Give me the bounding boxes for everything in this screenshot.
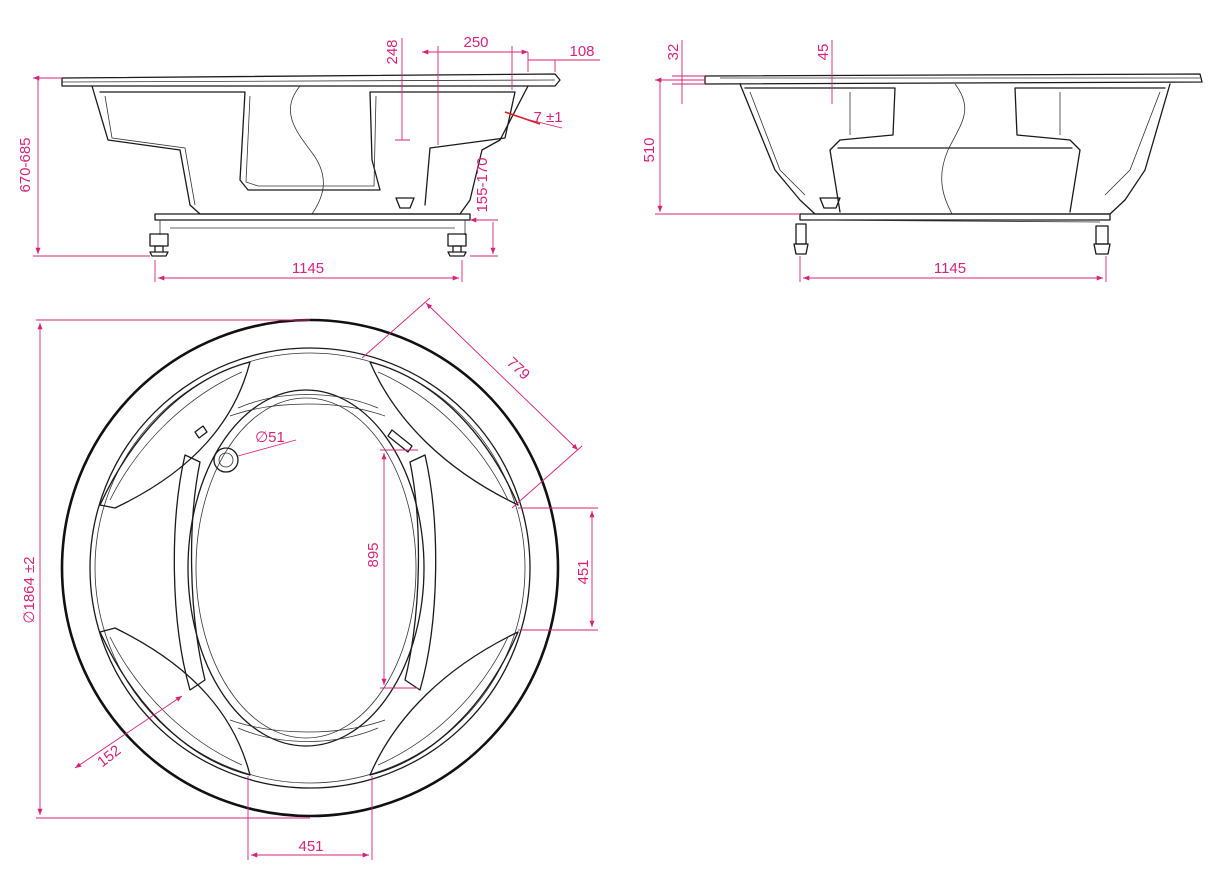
dim-895: 895 [365,542,382,567]
dim-diameter: ∅1864 ±2 [21,556,38,623]
top-view: ∅1864 ±2 779 ∅51 895 451 152 451 [21,297,598,860]
dim-total-height: 670-685 [17,137,34,192]
dim-451-bottom: 451 [298,838,323,855]
leg-right-a [447,233,467,257]
dim-152: 152 [94,742,124,771]
dim-32: 32 [665,44,682,61]
side-view-a: 670-685 248 250 108 7 ±1 155-170 1145 [17,34,600,282]
dim-1145-b: 1145 [934,260,966,277]
side-view-b: 510 32 45 1145 [641,40,1203,282]
leg-left-b [793,223,809,255]
dim-leg-height: 155-170 [474,157,491,212]
dim-45: 45 [815,44,832,61]
leg-right-b [1093,225,1111,255]
leg-left-a [149,233,169,257]
dim-779: 779 [503,354,533,384]
dim-drain: ∅51 [255,429,285,446]
dim-angle: 7 ±1 [533,109,562,126]
dim-248: 248 [384,39,401,64]
dim-451-side: 451 [575,559,592,584]
dim-108: 108 [569,43,594,60]
dim-510: 510 [641,137,658,162]
dim-1145-a: 1145 [292,260,324,277]
seat-pods [99,361,519,776]
dim-250: 250 [463,34,488,51]
drain-icon [213,447,239,473]
